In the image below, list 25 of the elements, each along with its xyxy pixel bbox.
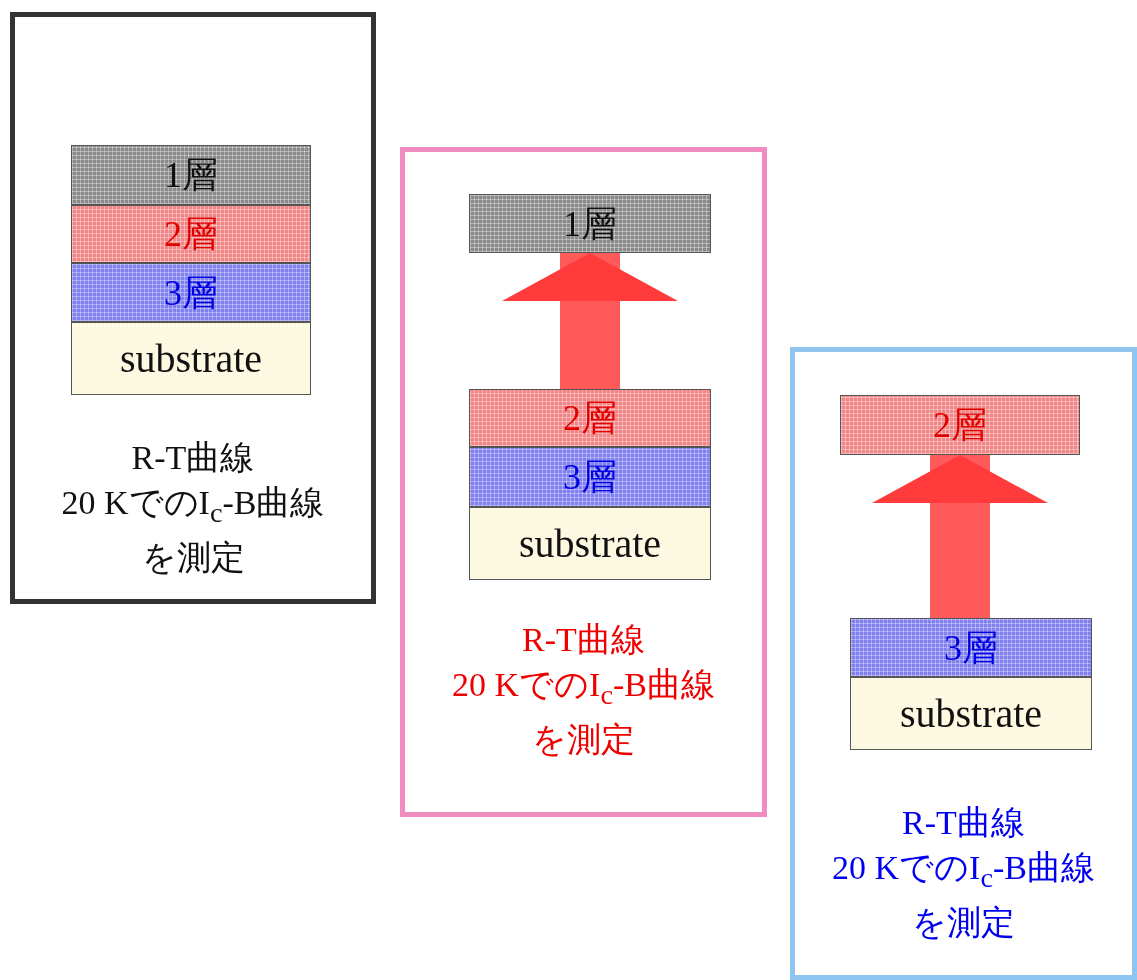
layer-3-block: 3層 (469, 447, 711, 507)
layer-3-block: 3層 (71, 263, 311, 322)
measurement-text: R-T曲線 (131, 438, 255, 478)
substrate-block: substrate (850, 677, 1092, 750)
sample-panel (10, 12, 376, 604)
sample-panel (790, 347, 1137, 980)
measurement-text: R-T曲線 (902, 803, 1025, 843)
layer-1-block: 1層 (71, 145, 311, 205)
measurement-text: 20 KでのI$_{c}$-B曲線 (452, 665, 715, 712)
measurement-text: を測定 (141, 537, 245, 578)
measurement-text: 20 KでのI$_{c}$-B曲線 (61, 483, 325, 530)
layer-2-block: 2層 (71, 205, 311, 263)
layer-2-block: 2層 (469, 389, 711, 447)
substrate-block: substrate (469, 507, 711, 580)
up-arrow (502, 253, 678, 389)
substrate-block: substrate (71, 322, 311, 395)
sample-panel (400, 147, 767, 817)
measurement-text: を測定 (912, 902, 1015, 943)
measurement-text: R-T曲線 (522, 620, 645, 660)
layer-2-block: 2層 (840, 395, 1080, 455)
up-arrow (872, 455, 1048, 618)
layer-1-block: 1層 (469, 194, 711, 253)
layer-3-block: 3層 (850, 618, 1092, 677)
measurement-text: を測定 (532, 719, 635, 760)
measurement-text: 20 KでのI$_{c}$-B曲線 (832, 848, 1095, 895)
